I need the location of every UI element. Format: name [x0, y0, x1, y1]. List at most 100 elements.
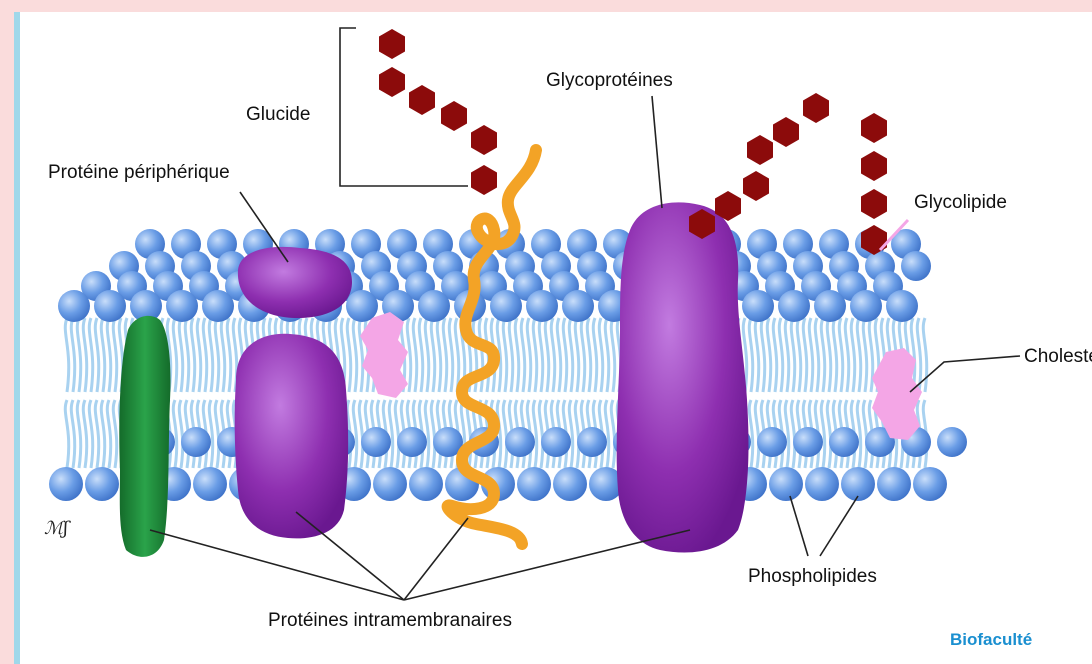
- leader-phospholipid-left: [790, 496, 808, 556]
- lipid-head: [409, 467, 443, 501]
- lipid-tail: [107, 400, 110, 468]
- lipid-tail: [803, 318, 806, 392]
- lipid-tail: [65, 318, 68, 392]
- lipid-tail: [539, 318, 542, 392]
- lipid-tail: [407, 318, 410, 392]
- lipid-head: [886, 290, 918, 322]
- sugar-hexagon: [861, 151, 887, 181]
- lipid-tail: [605, 400, 608, 468]
- lipid-tail: [89, 318, 92, 392]
- lipid-tail: [611, 400, 614, 468]
- label-glucide: Glucide: [246, 104, 310, 126]
- sugar-hexagon: [773, 117, 799, 147]
- lipid-tail: [581, 318, 584, 392]
- lipid-tail: [827, 318, 830, 392]
- lipid-head: [901, 251, 931, 281]
- lipid-tail: [509, 318, 512, 392]
- lipid-tail: [773, 318, 776, 392]
- lipid-head: [577, 427, 607, 457]
- lipid-tail: [215, 318, 218, 392]
- lipid-tail: [521, 318, 524, 392]
- lipid-head: [85, 467, 119, 501]
- lipid-tail: [353, 318, 356, 392]
- lipid-tail: [425, 400, 428, 468]
- lipid-tail: [77, 400, 80, 468]
- label-cholesterol: Cholestérol: [1024, 346, 1092, 368]
- lipid-tail: [101, 318, 104, 392]
- leader-intra-2: [296, 512, 404, 600]
- label-glycoproteins: Glycoprotéines: [546, 70, 673, 92]
- lipid-tail: [179, 318, 182, 392]
- lipid-head: [517, 467, 551, 501]
- lipid-tail: [797, 318, 800, 392]
- leader-intra-3: [404, 518, 468, 600]
- lipid-tail: [191, 318, 194, 392]
- lipid-tail: [71, 318, 74, 392]
- lipid-tail: [749, 400, 752, 468]
- lipid-tail: [605, 318, 608, 392]
- lipid-tail: [791, 318, 794, 392]
- sugar-hexagon: [471, 165, 497, 195]
- lipid-tail: [515, 318, 518, 392]
- lipid-tail: [833, 318, 836, 392]
- lipid-tail: [209, 400, 212, 468]
- lipid-tail: [77, 318, 80, 392]
- lipid-head: [937, 427, 967, 457]
- lipid-tail: [545, 318, 548, 392]
- lipid-head: [526, 290, 558, 322]
- lipid-tail: [107, 318, 110, 392]
- label-glycolipid: Glycolipide: [914, 192, 1007, 214]
- lipid-head: [562, 290, 594, 322]
- lipid-tail: [449, 318, 452, 392]
- lipid-tail: [917, 318, 920, 392]
- lipid-head: [58, 290, 90, 322]
- lipid-tail: [569, 318, 572, 392]
- sugar-hexagon: [861, 113, 887, 143]
- lipid-tail: [185, 318, 188, 392]
- lipid-head: [94, 290, 126, 322]
- sugar-hexagon: [743, 171, 769, 201]
- green-intramembrane-protein: [119, 316, 170, 557]
- lipid-head: [541, 427, 571, 457]
- purple-intramembrane-protein-left: [235, 334, 348, 539]
- leader-phospholipid-right: [820, 496, 858, 556]
- lipid-head: [202, 290, 234, 322]
- lipid-tail: [197, 318, 200, 392]
- lipid-tail: [563, 318, 566, 392]
- lipid-tail: [419, 318, 422, 392]
- lipid-tail: [539, 400, 542, 468]
- lipid-tail: [215, 400, 218, 468]
- lipid-head: [877, 467, 911, 501]
- lipid-tail: [431, 318, 434, 392]
- label-intramembrane-proteins: Protéines intramembranaires: [268, 610, 512, 632]
- lipid-head: [841, 467, 875, 501]
- lipid-head: [757, 427, 787, 457]
- lipid-tail: [599, 318, 602, 392]
- lipid-tail: [869, 318, 872, 392]
- lipid-tail: [227, 318, 230, 392]
- lipid-tail: [533, 400, 536, 468]
- lipid-tail: [785, 318, 788, 392]
- label-phospholipids: Phospholipides: [748, 566, 877, 588]
- sugar-hexagon: [803, 93, 829, 123]
- sugar-hexagon: [379, 67, 405, 97]
- lipid-head: [805, 467, 839, 501]
- lipid-tail: [527, 318, 530, 392]
- lipid-head: [397, 427, 427, 457]
- lipid-tail: [785, 400, 788, 468]
- lipid-head: [850, 290, 882, 322]
- lipid-head: [814, 290, 846, 322]
- lipid-tail: [767, 318, 770, 392]
- lipid-head: [742, 290, 774, 322]
- sugar-hexagon: [441, 101, 467, 131]
- leader-intra-1: [150, 530, 404, 600]
- lipid-tail: [551, 318, 554, 392]
- lipid-tail: [749, 318, 752, 392]
- lipid-tail: [359, 400, 362, 468]
- glycoprotein-body: [617, 202, 749, 552]
- lipid-tail: [65, 400, 68, 468]
- lipid-tail: [389, 400, 392, 468]
- lipid-head: [418, 290, 450, 322]
- lipid-tail: [587, 318, 590, 392]
- lipid-head: [361, 427, 391, 457]
